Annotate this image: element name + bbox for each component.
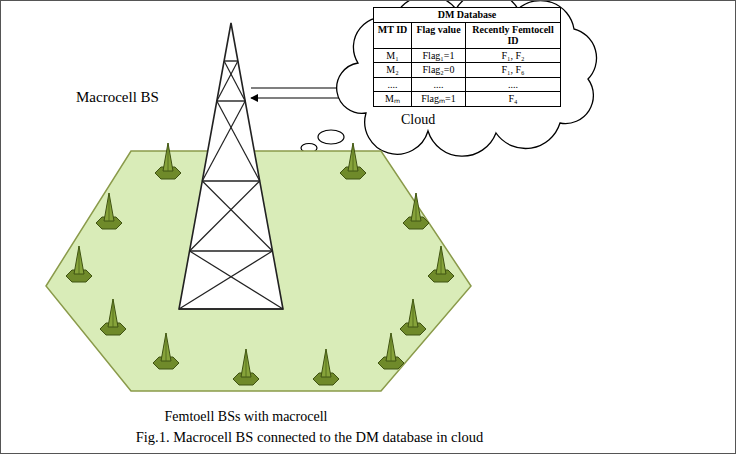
table-cell: Mₘ [374, 92, 412, 106]
region-label: Femtoell BSs with macrocell [1, 409, 491, 425]
femtocell-icon [428, 246, 454, 282]
table-cell: M₂ [374, 63, 412, 78]
femtocell-region: Femtoell BSs with macrocell [1, 141, 521, 431]
hexagon-cell [1, 141, 521, 401]
table-cell: .... [466, 78, 560, 93]
thought-bubble [318, 130, 344, 144]
cloud-shape: Cloud DM DatabaseMT IDFlag valueRecently … [346, 1, 601, 136]
femtocell-icon [403, 193, 429, 229]
table-header-cell: Recently Femtocell ID [466, 23, 560, 49]
table-cell: F₁, F₆ [466, 63, 560, 78]
link-arrow [251, 97, 346, 98]
femtocell-icon [400, 299, 426, 335]
figure-caption: Fig.1. Macrocell BS connected to the DM … [1, 429, 618, 446]
table-header-cell: Flag value [412, 23, 466, 49]
femtocell-icon [153, 333, 179, 369]
macrocell-label: Macrocell BS [76, 89, 159, 106]
femtocell-icon [155, 143, 181, 179]
femtocell-icon [233, 349, 259, 385]
table-cell: Flagₘ=1 [412, 92, 466, 106]
table-cell: Flag₂=0 [412, 63, 466, 78]
table-cell: M₁ [374, 49, 412, 64]
tower-body [179, 23, 283, 309]
table-cell: .... [412, 78, 466, 93]
table-cell: Flag₁=1 [412, 49, 466, 64]
femtocell-icon [313, 349, 339, 385]
femtocell-icon [66, 246, 92, 282]
cloud-outline [337, 0, 597, 156]
table-grid: MT IDFlag valueRecently Femtocell IDM₁Fl… [374, 23, 560, 106]
table-header-cell: MT ID [374, 23, 412, 49]
femtocell-icon [100, 299, 126, 335]
database-table: DM DatabaseMT IDFlag valueRecently Femto… [373, 7, 561, 107]
table-cell: .... [374, 78, 412, 93]
femtocell-icon [378, 333, 404, 369]
table-cell: F₁, F₂ [466, 49, 560, 64]
femtocell-icon [96, 193, 122, 229]
table-cell: F₄ [466, 92, 560, 106]
table-title: DM Database [374, 8, 560, 23]
femtocell-icon [340, 143, 366, 179]
cloud-label: Cloud [401, 112, 435, 128]
link-arrow [251, 87, 346, 88]
